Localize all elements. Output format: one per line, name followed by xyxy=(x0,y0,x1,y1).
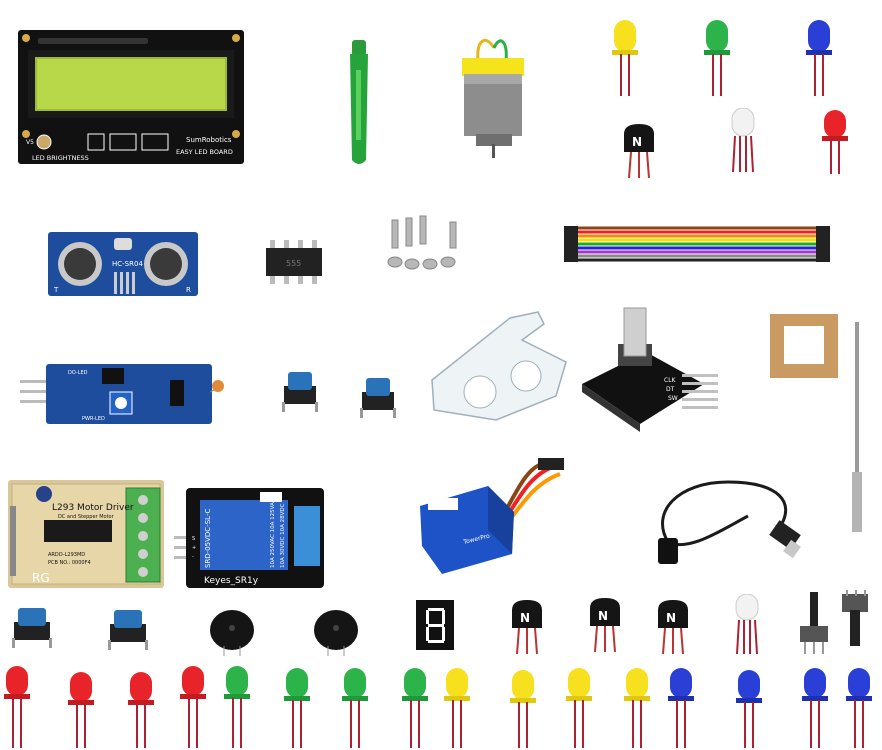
dc-motor-icon xyxy=(462,38,524,158)
transistor-mark: N xyxy=(520,611,530,625)
led-blue-icon xyxy=(846,668,872,748)
ldr-module: DO-LED PWR-LED xyxy=(20,364,224,424)
relay-module: SRD-05VDC-SL-C 10A 250VAC 10A 125VAC 10A… xyxy=(174,488,324,588)
screws-icon xyxy=(387,215,457,270)
servo-motor: TowerPro xyxy=(420,458,564,574)
led-red-icon xyxy=(128,672,154,748)
motor-driver-line2: PCB NO.: 0000F4 xyxy=(48,560,91,566)
ultrasonic-sensor: HC-SR04 T R xyxy=(48,232,198,296)
relay-pin-s: S xyxy=(192,536,195,542)
led-blue-icon xyxy=(668,668,694,748)
led-blue-icon xyxy=(736,670,762,748)
motor-driver-board: L293 Motor Driver DC and Stepper Motor A… xyxy=(8,480,164,588)
push-button-icon xyxy=(282,372,318,412)
lcd-board-name: EASY LED BOARD xyxy=(176,148,233,156)
lcd-module: V5 SumRobotics EASY LED BOARD LED BRIGHT… xyxy=(18,30,244,164)
led-red-icon xyxy=(822,110,848,174)
rgb-led-icon xyxy=(735,594,759,655)
led-red-icon xyxy=(180,666,206,748)
push-button-icon xyxy=(108,610,148,650)
lcd-brightness-label: LED BRIGHTNESS xyxy=(32,154,89,162)
ic-label: 555 xyxy=(286,259,301,268)
led-blue-icon xyxy=(806,20,832,96)
led-yellow-icon xyxy=(612,20,638,96)
lcd-brand: SumRobotics xyxy=(186,136,232,144)
transistor-mark: N xyxy=(632,135,642,149)
buzzer-icon xyxy=(314,610,358,656)
led-yellow-icon xyxy=(444,668,470,748)
acrylic-bracket-icon xyxy=(431,311,567,421)
ultrasonic-right-mark: R xyxy=(186,286,191,294)
transistor-icon: N xyxy=(590,598,620,653)
relay-rating-1: 10A 250VAC 10A 125VAC xyxy=(270,498,276,568)
lcd-pin-label: V5 xyxy=(26,139,34,146)
transistor-icon: N xyxy=(658,600,688,655)
led-green-icon xyxy=(402,668,428,748)
encoder-pin-clk: CLK xyxy=(664,377,677,384)
motor-driver-code: RG xyxy=(32,571,50,585)
rotary-encoder: CLK DT SW + GND xyxy=(582,307,718,432)
encoder-pin-sw: SW xyxy=(668,395,678,402)
motor-driver-subtitle: DC and Stepper Motor xyxy=(58,514,115,520)
transistor-mark: N xyxy=(598,609,608,623)
relay-pin-plus: + xyxy=(192,545,196,551)
motor-driver-title: L293 Motor Driver xyxy=(52,503,134,513)
rgb-led-icon xyxy=(731,108,755,173)
led-green-icon xyxy=(284,668,310,748)
push-button-icon xyxy=(360,378,396,418)
motor-driver-line1: ARDO-L293MD xyxy=(48,552,85,558)
led-red-icon xyxy=(68,672,94,748)
ultrasonic-left-mark: T xyxy=(53,286,59,294)
buzzer-icon xyxy=(210,610,254,656)
ldr-pwr-led-label: PWR-LED xyxy=(82,416,105,422)
jumper-wires-icon xyxy=(564,226,830,262)
rod-icon xyxy=(852,322,862,532)
led-green-icon xyxy=(342,668,368,748)
led-yellow-icon xyxy=(566,668,592,748)
transistor-icon: N xyxy=(512,600,542,655)
led-yellow-icon xyxy=(510,670,536,748)
ultrasonic-model: HC-SR04 xyxy=(112,260,143,268)
led-blue-icon xyxy=(802,668,828,748)
potentiometer-icon xyxy=(800,592,828,654)
servo-bracket-icon xyxy=(770,314,838,378)
led-red-icon xyxy=(4,666,30,748)
encoder-pin-dt: DT xyxy=(666,386,675,393)
relay-model: SRD-05VDC-SL-C xyxy=(204,509,212,568)
transistor-icon: N xyxy=(624,124,654,179)
usb-cable-icon xyxy=(658,480,801,564)
screwdriver-icon xyxy=(350,40,368,164)
relay-pin-minus: - xyxy=(192,554,194,560)
potentiometer-icon xyxy=(842,590,868,646)
ldr-do-led-label: DO-LED xyxy=(68,370,88,376)
led-green-icon xyxy=(704,20,730,96)
led-green-icon xyxy=(224,666,250,748)
push-button-icon xyxy=(12,608,52,648)
ic-555: 555 xyxy=(266,240,322,284)
led-row xyxy=(4,666,872,748)
relay-rating-2: 10A 30VDC 10A 28VDC xyxy=(280,503,286,568)
relay-brand: Keyes_SR1y xyxy=(204,576,259,586)
encoder-pin-plus: + xyxy=(670,403,675,410)
led-yellow-icon xyxy=(624,668,650,748)
seven-segment-display xyxy=(416,600,454,650)
transistor-mark: N xyxy=(666,611,676,625)
encoder-pin-gnd: GND xyxy=(658,411,672,418)
